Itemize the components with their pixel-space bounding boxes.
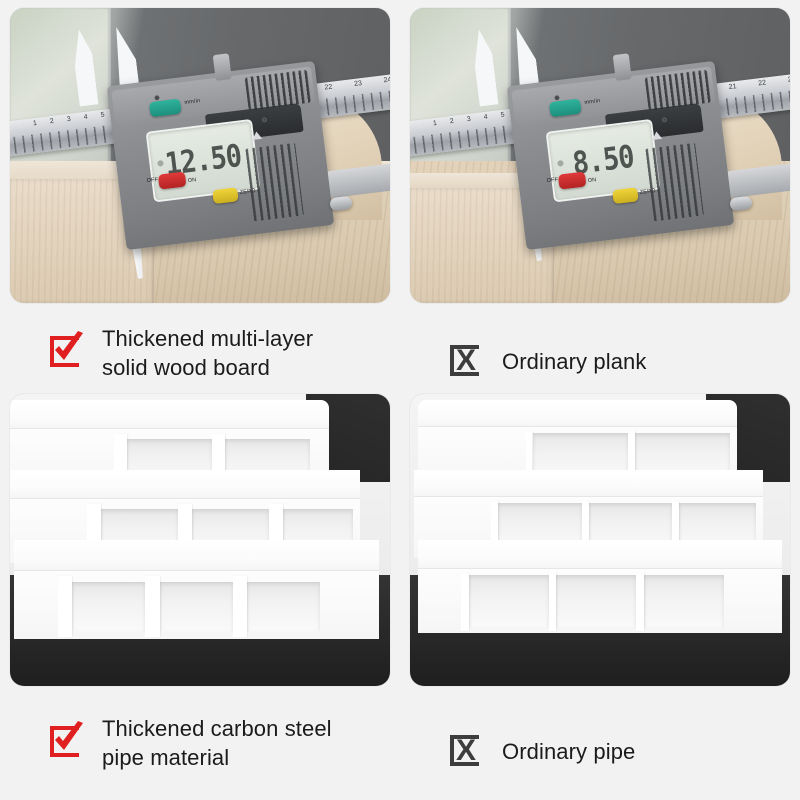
- jaw-ruler-number: 2: [49, 117, 55, 125]
- x-glyph: X: [456, 344, 477, 377]
- tube-cavity: [556, 575, 637, 629]
- caption-thick-steel-pipe: Thickened carbon steel pipe material: [10, 714, 390, 772]
- ruler-number: 21: [728, 82, 737, 91]
- caption-text: Ordinary pipe: [502, 737, 635, 766]
- tube-wall: [628, 430, 635, 485]
- cell-thick-board: 22 23 24 1 2 3 4 5: [0, 0, 400, 390]
- tube-open-face: [417, 568, 783, 634]
- ruler-number: 22: [757, 79, 767, 88]
- tube-cavity: [159, 581, 233, 632]
- x-icon: X: [448, 732, 486, 772]
- tube-top-surface: [10, 469, 360, 502]
- cell-thick-steel-pipe: Thickened carbon steel pipe material: [0, 390, 400, 780]
- tube-cavity: [247, 581, 321, 632]
- ruler-number: 23: [353, 79, 363, 88]
- jaw-ruler-number: 5: [100, 111, 105, 119]
- caliper-grip-ridges: [645, 69, 712, 111]
- tube-wall: [490, 500, 498, 556]
- caption-line-2: pipe material: [102, 744, 230, 770]
- check-icon: [48, 720, 86, 763]
- caliper-vent-fins: [645, 143, 705, 222]
- ruler-number: 22: [323, 83, 333, 92]
- tube-top-surface: [13, 540, 379, 574]
- tube-wall: [232, 576, 248, 637]
- lcd-indicator-dot: [557, 159, 564, 167]
- caliper-vent-fins: [245, 143, 305, 222]
- caliper-grip-ridges: [245, 69, 312, 111]
- caption-text: Ordinary plank: [502, 347, 646, 376]
- jaw-ruler-number: 3: [66, 115, 72, 123]
- tube-open-face: [13, 569, 379, 640]
- jaw-ruler-number: 1: [432, 119, 438, 127]
- caption-text: Thickened multi-layer solid wood board: [102, 324, 313, 382]
- jaw-ruler-number: 2: [449, 117, 455, 125]
- tube-wall: [145, 576, 160, 637]
- caption-ordinary-plank: X Ordinary plank: [410, 342, 790, 382]
- photo-ordinary-pipes: [410, 394, 790, 686]
- tube-cavity: [643, 575, 725, 629]
- tube-stack: [10, 394, 390, 686]
- tube-wall: [581, 500, 589, 556]
- caption-line-1: Ordinary plank: [502, 349, 647, 375]
- photo-thick-pipes: [10, 394, 390, 686]
- button-label-on: ON: [187, 176, 198, 184]
- caliper-arrow-marker: [251, 130, 263, 140]
- jaw-ruler-number: 1: [32, 119, 38, 127]
- caption-thick-board: Thickened multi-layer solid wood board: [10, 324, 390, 382]
- tube-wall: [526, 430, 533, 485]
- x-icon: X: [448, 342, 486, 382]
- ruler-number: 23: [787, 75, 790, 84]
- caliper-body: 12.50 mm/in OFF ON ZERO: [107, 52, 335, 251]
- caption-line-1: Thickened multi-layer: [102, 325, 314, 351]
- ruler-number: 24: [383, 75, 390, 84]
- button-label-on: ON: [587, 176, 598, 184]
- caption-line-2: solid wood board: [102, 354, 270, 380]
- x-glyph: X: [456, 734, 477, 767]
- tube-top-surface: [417, 540, 783, 572]
- jaw-ruler-number: 4: [83, 113, 88, 121]
- cell-ordinary-pipe: X Ordinary pipe: [400, 390, 800, 780]
- tube-cavity: [468, 575, 549, 629]
- photo-caliper-ordinary-plank: 21 22 23 1 2 3 4 5: [410, 8, 790, 303]
- tube-wall: [548, 572, 557, 631]
- pipe-scene: [410, 394, 790, 686]
- pipe-scene: [10, 394, 390, 686]
- caption-ordinary-pipe: X Ordinary pipe: [410, 732, 790, 772]
- tube-stack: [410, 394, 790, 686]
- tube-wall: [636, 572, 644, 631]
- tube-wall: [461, 572, 469, 631]
- tube-row-bottom: [417, 540, 783, 634]
- tube-top-surface: [417, 399, 737, 430]
- caption-line-1: Thickened carbon steel: [102, 715, 332, 741]
- caliper-body: 8.50 mm/in OFF ON ZERO: [507, 52, 735, 251]
- tube-top-surface: [10, 399, 330, 432]
- lcd-indicator-dot: [157, 159, 164, 167]
- caption-text: Thickened carbon steel pipe material: [102, 714, 332, 772]
- tube-wall: [57, 576, 73, 637]
- tube-wall: [672, 500, 680, 556]
- caliper-zero-button[interactable]: [612, 186, 640, 205]
- caliper-zero-button[interactable]: [212, 186, 240, 205]
- check-icon: [48, 330, 86, 373]
- jaw-ruler-number: 4: [483, 113, 488, 121]
- tube-row-bottom: [13, 540, 379, 640]
- jaw-ruler-number: 3: [466, 115, 472, 123]
- photo-caliper-thick-board: 22 23 24 1 2 3 4 5: [10, 8, 390, 303]
- caption-line-1: Ordinary pipe: [502, 739, 636, 765]
- tube-top-surface: [413, 469, 764, 500]
- jaw-ruler-number: 5: [500, 111, 505, 119]
- tube-cavity: [72, 581, 146, 632]
- cell-ordinary-plank: 21 22 23 1 2 3 4 5: [400, 0, 800, 390]
- caliper-arrow-marker: [651, 130, 663, 140]
